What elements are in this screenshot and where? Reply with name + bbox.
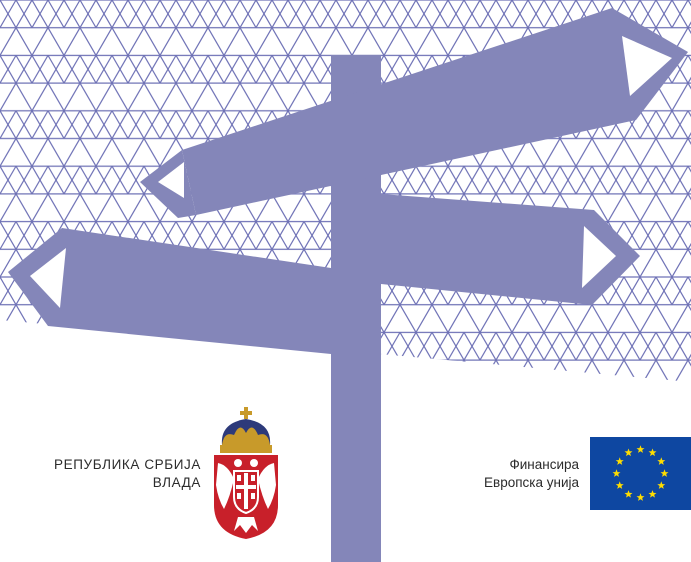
eu-star-icon [648, 490, 657, 498]
serbia-coat-of-arms-icon [214, 407, 278, 539]
sign-bottom-left [8, 228, 331, 354]
funding-line-1: Финансира [509, 457, 579, 472]
sign-middle-right [381, 194, 640, 305]
eu-star-icon [648, 448, 657, 457]
crown-icon [220, 407, 272, 453]
eu-star-icon [615, 481, 624, 489]
eu-star-icon [612, 469, 621, 477]
eu-star-icon [657, 457, 666, 465]
eu-star-icon [657, 481, 666, 489]
eu-star-icon [624, 490, 633, 498]
arrow-middle-right [582, 226, 616, 288]
eu-star-icon [615, 457, 624, 465]
arrow-bottom-left [30, 248, 66, 308]
arrow-top-right [622, 36, 672, 96]
government-label: РЕПУБЛИКА СРБИЈА ВЛАДА [54, 456, 201, 492]
eu-star-icon [624, 448, 633, 457]
government-line-1: РЕПУБЛИКА СРБИЈА [54, 457, 201, 472]
signpost [8, 8, 688, 562]
arrow-markers [30, 36, 672, 308]
government-line-2: ВЛАДА [152, 475, 201, 490]
arrow-top-left [158, 162, 184, 198]
eu-star-icon [660, 469, 669, 477]
eu-star-icon [636, 445, 645, 453]
eu-flag-icon [590, 437, 691, 510]
sign-top-right [182, 8, 688, 215]
eu-star-icon [636, 493, 645, 501]
funding-line-2: Европска унија [484, 475, 579, 490]
funding-label: Финансира Европска унија [484, 456, 579, 492]
